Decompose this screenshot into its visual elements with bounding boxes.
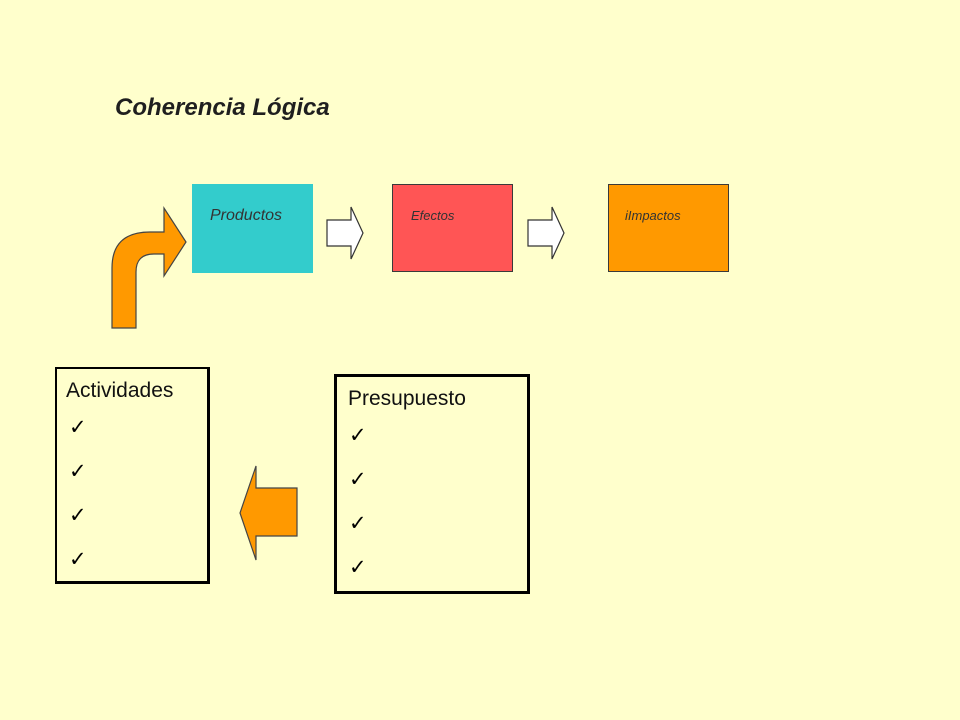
actividades-checklist: ✓ ✓ ✓ ✓: [69, 417, 87, 593]
check-icon: ✓: [69, 460, 87, 483]
presupuesto-title: Presupuesto: [348, 387, 466, 410]
diagram-title: Coherencia Lógica: [115, 94, 330, 121]
impactos-label: iImpactos: [625, 208, 681, 223]
check-icon: ✓: [349, 424, 367, 447]
efectos-box: Efectos: [392, 184, 513, 272]
productos-box: Productos: [192, 184, 313, 273]
impactos-box: iImpactos: [608, 184, 729, 272]
check-icon: ✓: [69, 416, 87, 439]
arrow-left-presupuesto-actividades: [239, 465, 298, 561]
presupuesto-box: Presupuesto ✓ ✓ ✓ ✓: [334, 374, 530, 594]
actividades-title: Actividades: [66, 379, 174, 402]
check-icon: ✓: [69, 548, 87, 571]
check-icon: ✓: [69, 504, 87, 527]
actividades-box: Actividades ✓ ✓ ✓ ✓: [55, 367, 210, 584]
presupuesto-checklist: ✓ ✓ ✓ ✓: [349, 425, 367, 601]
arrow-right-efectos-impactos: [527, 206, 565, 260]
check-icon: ✓: [349, 556, 367, 579]
bent-arrow-up-right: [111, 205, 187, 329]
arrow-right-productos-efectos: [326, 206, 364, 260]
check-icon: ✓: [349, 512, 367, 535]
check-icon: ✓: [349, 468, 367, 491]
productos-label: Productos: [210, 207, 283, 224]
efectos-label: Efectos: [411, 208, 455, 223]
